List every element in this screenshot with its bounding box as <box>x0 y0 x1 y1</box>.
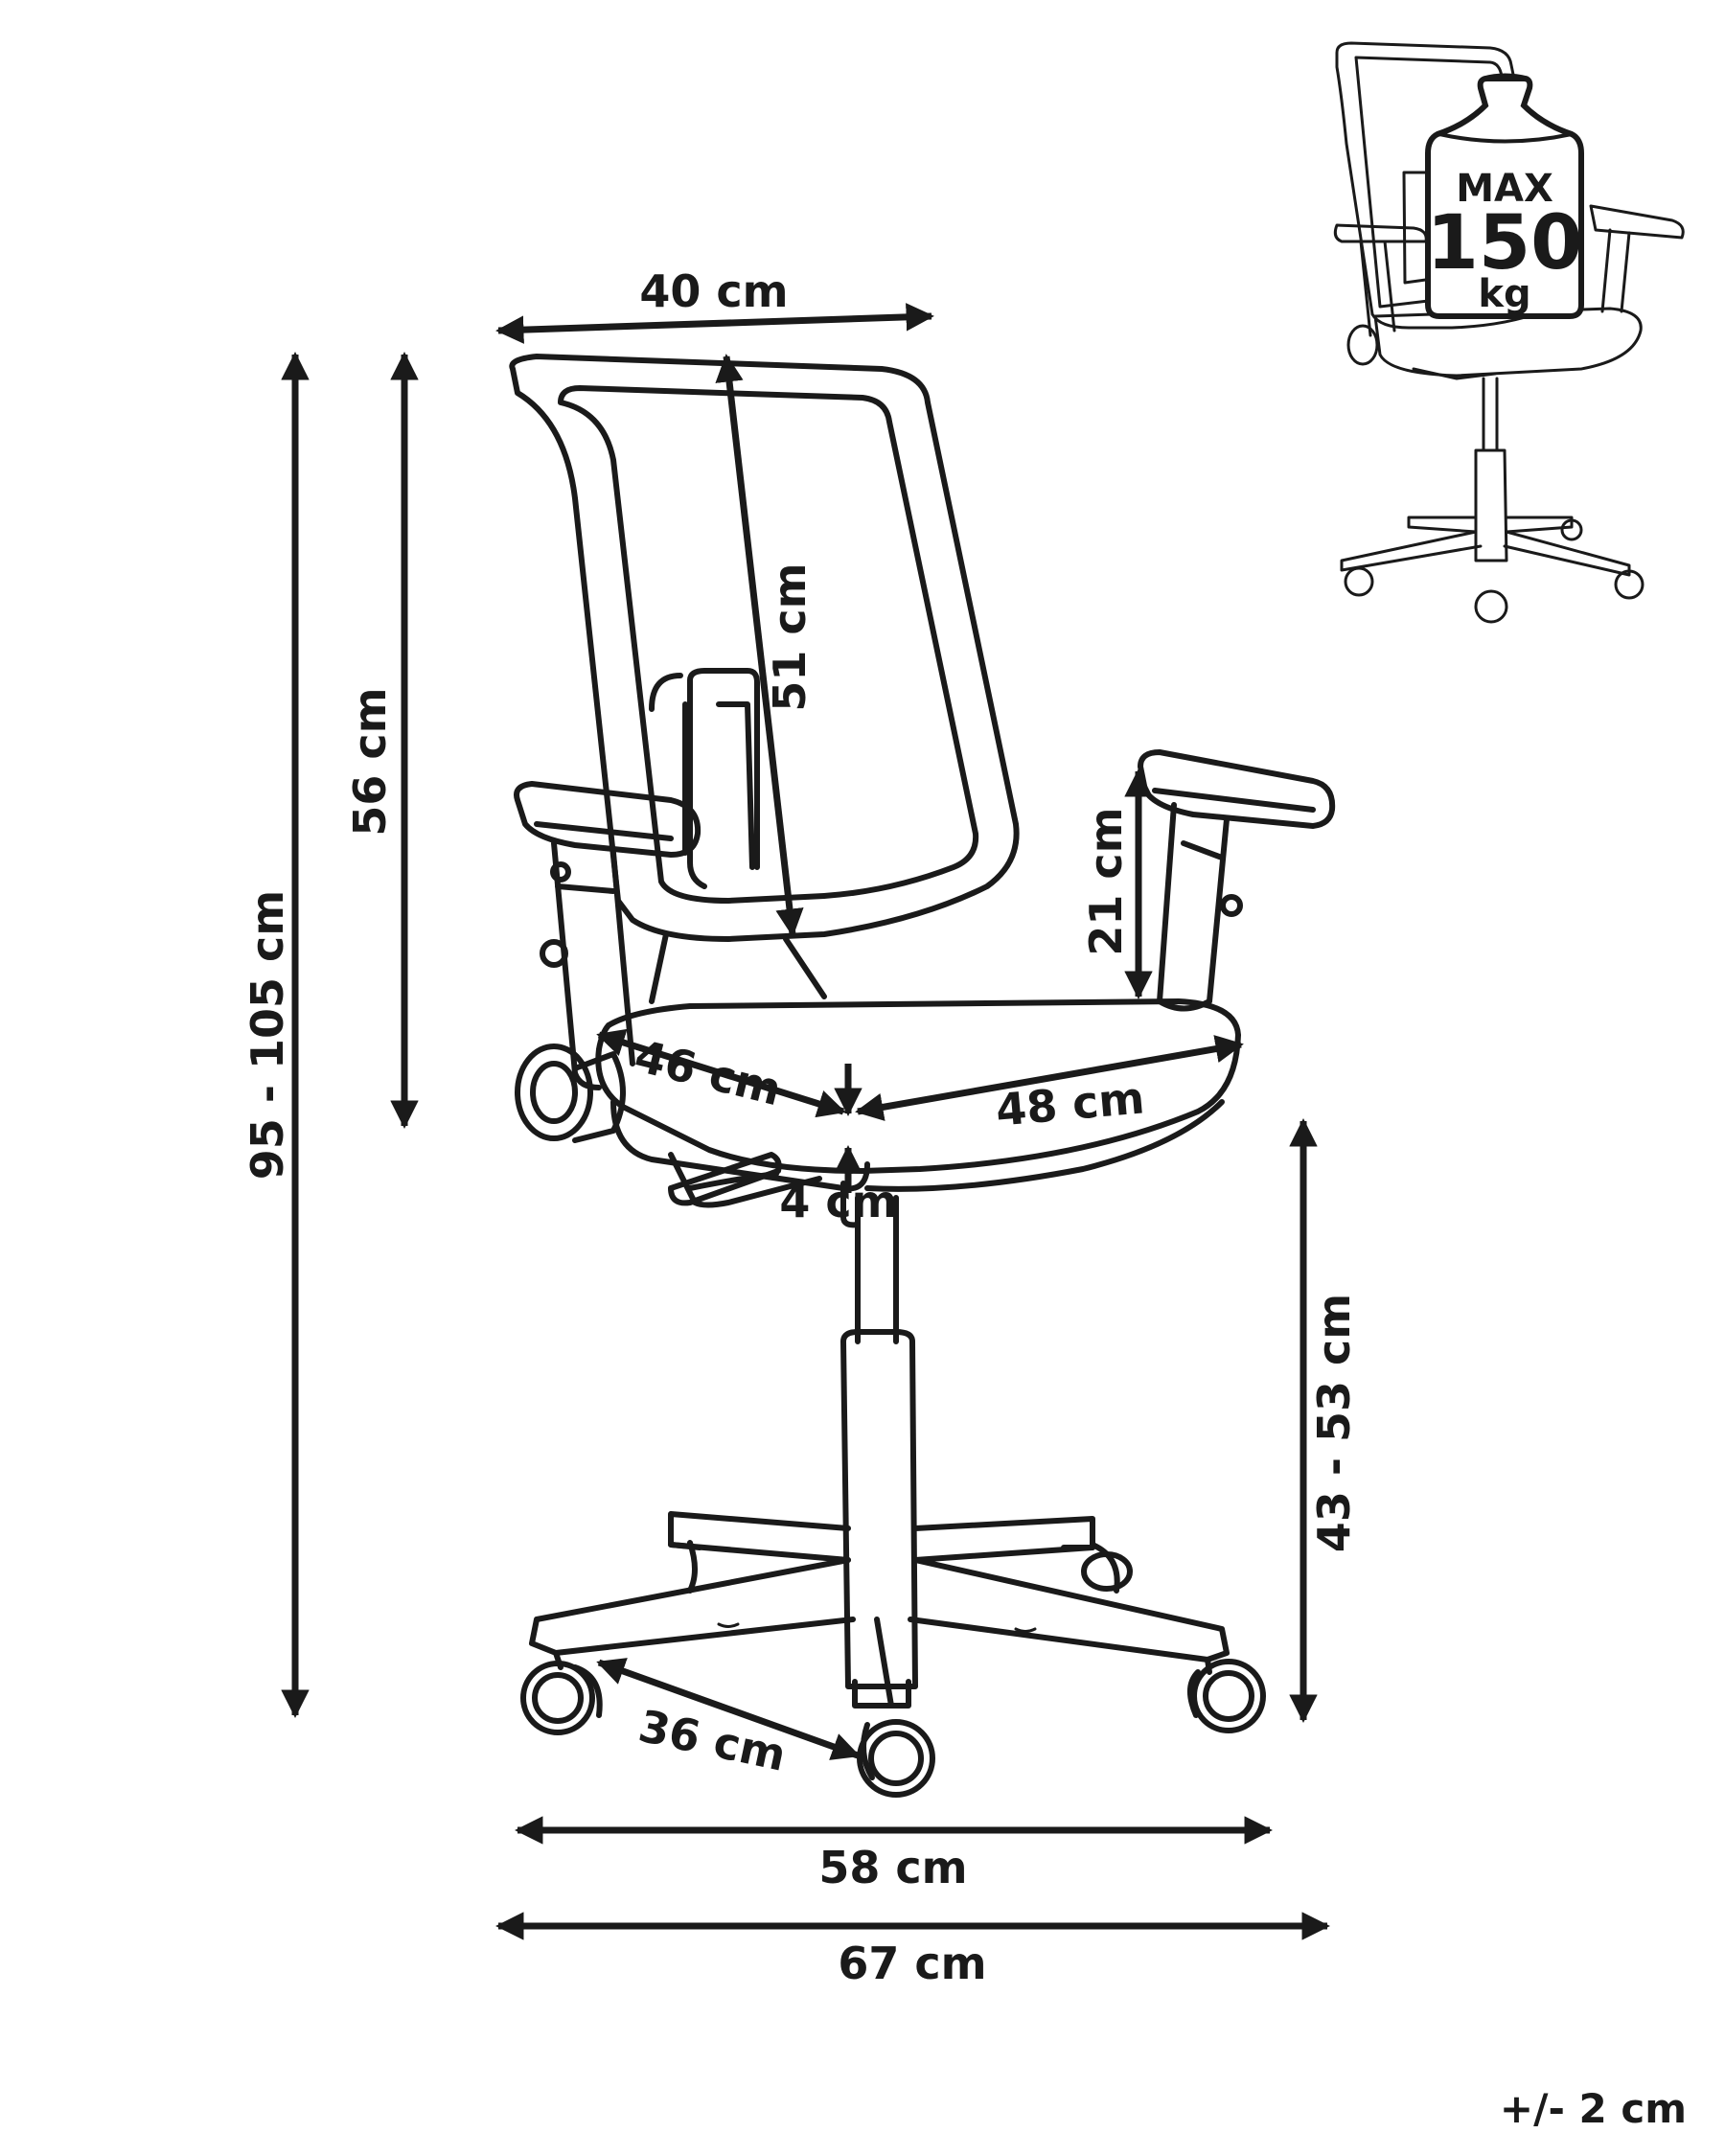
badge-unit-label: kg <box>1478 272 1530 316</box>
label-caster-spacing: 36 cm <box>634 1700 791 1781</box>
weight-badge: MAX 150 kg <box>1425 73 1584 319</box>
caster-back-right <box>1081 1551 1133 1592</box>
load-capacity-thumbnail: MAX 150 kg <box>1333 41 1685 624</box>
label-armrest-height: 21 cm <box>1080 807 1132 955</box>
label-back-to-seat-height: 56 cm <box>344 687 396 836</box>
label-backrest-height: 51 cm <box>764 562 816 711</box>
caster-front-left <box>520 1650 603 1735</box>
arrow-seat-depth <box>596 1028 846 1118</box>
caster-front-right <box>1187 1657 1266 1733</box>
label-base-width: 58 cm <box>818 1842 967 1893</box>
label-seat-thickness: 4 cm <box>779 1176 897 1227</box>
label-total-height: 95 - 105 cm <box>242 890 293 1180</box>
label-seat-height: 43 - 53 cm <box>1308 1294 1360 1552</box>
badge-weight-value: 150 <box>1427 200 1583 287</box>
dimension-arrows <box>281 303 1330 1940</box>
label-seat-width: 48 cm <box>994 1071 1146 1135</box>
arrow-caster-spacing <box>596 1658 861 1760</box>
label-backrest-width: 40 cm <box>639 265 788 317</box>
label-seat-depth: 46 cm <box>630 1030 787 1116</box>
caster-front-center <box>857 1719 935 1798</box>
tolerance-note: +/- 2 cm <box>1500 2085 1687 2132</box>
badge-max-label: MAX <box>1456 167 1553 211</box>
dimension-labels: 40 cm 51 cm 95 - 105 cm 56 cm 21 cm 46 c… <box>242 265 1687 2132</box>
label-total-width: 67 cm <box>838 1938 986 1989</box>
arrow-backrest-width <box>495 303 934 344</box>
arrow-backrest-height <box>715 354 804 937</box>
arrow-seat-width <box>855 1035 1244 1121</box>
